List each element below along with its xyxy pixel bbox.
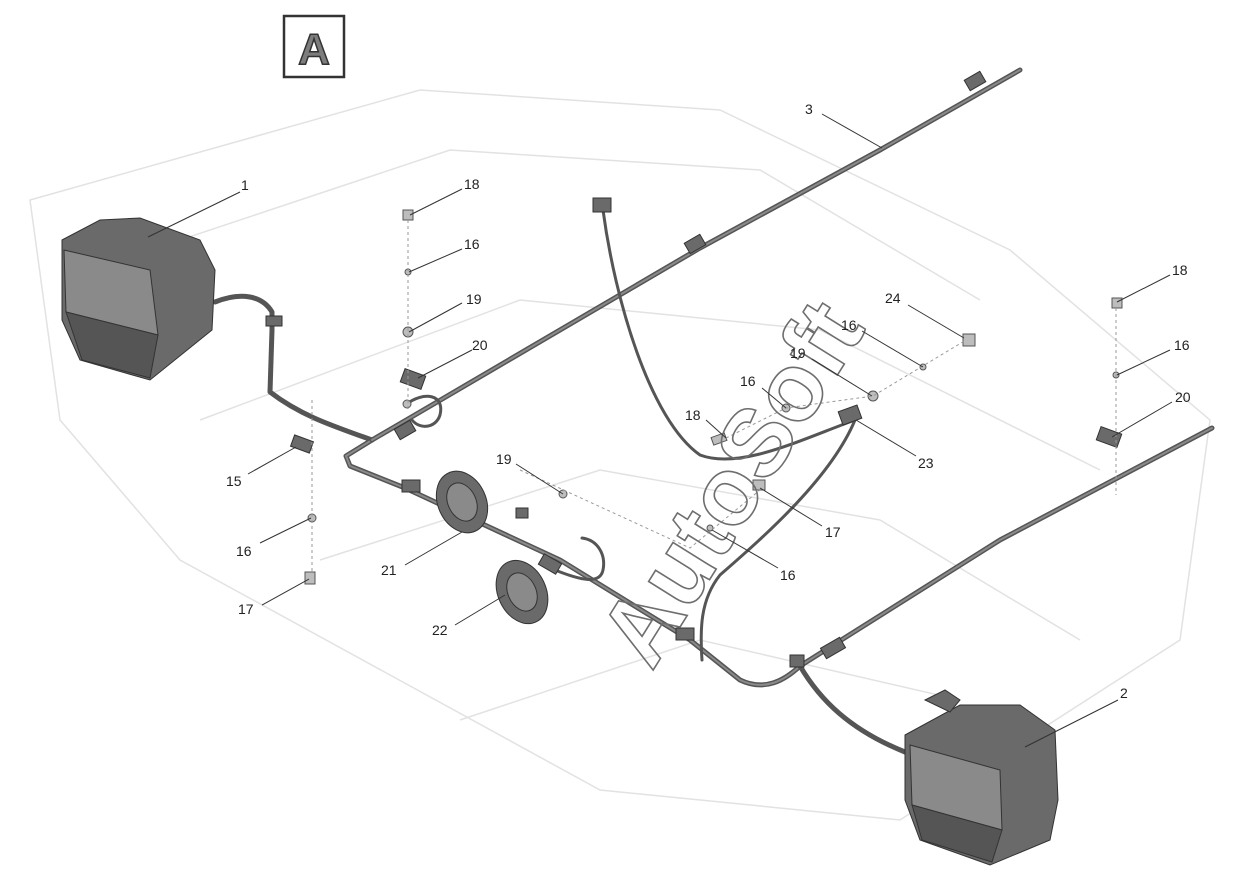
assembly-lines — [311, 220, 1117, 572]
callout-18: 18 — [685, 407, 701, 423]
callout-18: 18 — [464, 176, 480, 192]
callout-1: 1 — [241, 177, 249, 193]
callout-20: 20 — [1175, 389, 1191, 405]
callout-labels: 1 2 3 15 16 16 16 16 16 16 17 17 18 18 1… — [226, 101, 1191, 701]
leader-lines — [147, 113, 1173, 748]
vehicle-outline-ghost — [29, 89, 1211, 821]
callout-3: 3 — [805, 101, 813, 117]
callout-20: 20 — [472, 337, 488, 353]
callout-16: 16 — [236, 543, 252, 559]
view-label-box: A — [282, 14, 346, 79]
horn-21 — [435, 470, 489, 534]
callout-16: 16 — [780, 567, 796, 583]
work-lamp-1 — [61, 217, 216, 381]
callout-17: 17 — [825, 524, 841, 540]
horn-22 — [495, 559, 549, 625]
callout-19: 19 — [496, 451, 512, 467]
callout-2: 2 — [1120, 685, 1128, 701]
callout-24: 24 — [885, 290, 901, 306]
callout-22: 22 — [432, 622, 448, 638]
callout-23: 23 — [918, 455, 934, 471]
hardware — [265, 70, 1123, 668]
callout-16: 16 — [1174, 337, 1190, 353]
callout-15: 15 — [226, 473, 242, 489]
view-label: A — [298, 25, 330, 74]
callout-19: 19 — [466, 291, 482, 307]
watermark: AutoSoft — [579, 283, 884, 683]
callout-19: 19 — [790, 345, 806, 361]
callout-18: 18 — [1172, 262, 1188, 278]
callout-16: 16 — [740, 373, 756, 389]
callout-17: 17 — [238, 601, 254, 617]
callout-16: 16 — [464, 236, 480, 252]
work-lamp-2 — [904, 689, 1059, 866]
wiring-harness — [212, 67, 1215, 755]
callout-21: 21 — [381, 562, 397, 578]
callout-16: 16 — [841, 317, 857, 333]
